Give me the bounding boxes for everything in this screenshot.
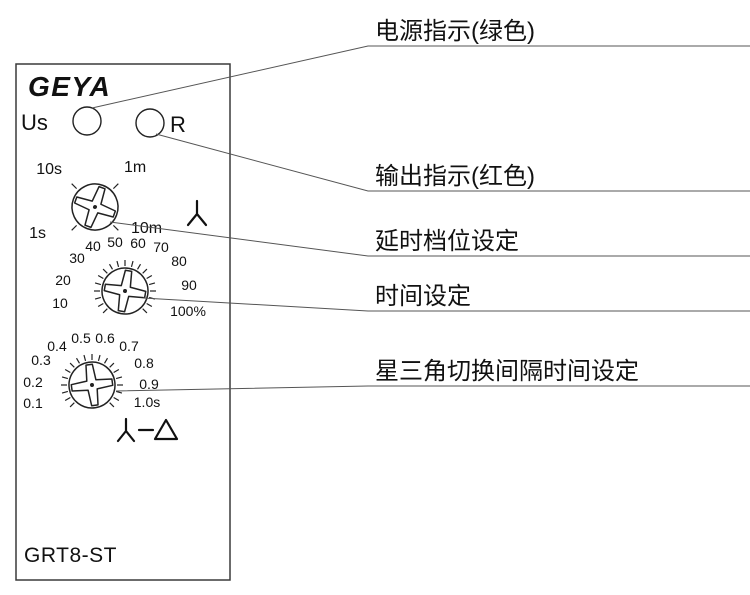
- callout-line: [155, 133, 750, 192]
- callout-delay-range: 延时档位设定: [109, 221, 750, 257]
- callout-power: 电源指示(绿色): [91, 18, 750, 109]
- output-led: [135, 108, 165, 138]
- knob-tick-label: 0.7: [119, 338, 139, 354]
- power-led: [72, 106, 102, 136]
- knob-tick-label: 70: [153, 239, 169, 255]
- star-icon: [116, 417, 136, 443]
- callout-output: 输出指示(红色): [155, 133, 750, 192]
- knob-tick-label: 0.1: [23, 395, 43, 411]
- time-knob-scale: 10 20 30 40 50 60 70 80 90 100%: [52, 234, 206, 319]
- callout-label-star-delta: 星三角切换间隔时间设定: [375, 358, 639, 385]
- knob-tick-label: 0.6: [95, 330, 115, 346]
- triangle-icon: [153, 418, 179, 441]
- callout-label-time: 时间设定: [375, 283, 471, 310]
- delay-range-knob-scale: 10s 1m 1s 10m: [29, 159, 162, 242]
- knob-tick-label: 10: [52, 295, 68, 311]
- star-delta-knob-scale: 0.1 0.2 0.3 0.4 0.5 0.6 0.7 0.8 0.9 1.0s: [23, 330, 160, 411]
- device-panel-outline: [15, 63, 231, 581]
- star-connection-icon: [186, 199, 208, 227]
- knob-tick-label: 30: [69, 250, 85, 266]
- output-led-label: R: [170, 112, 186, 137]
- brand-logo: GEYA: [28, 71, 111, 102]
- delay-range-knob: [64, 176, 126, 238]
- knob-tick-label: 0.4: [47, 338, 67, 354]
- knob-tick-label: 0.8: [134, 355, 154, 371]
- knob-tick-label: 80: [171, 253, 187, 269]
- callout-line: [115, 385, 750, 392]
- model-label: GRT8-ST: [24, 544, 117, 567]
- knob-tick-label: 1m: [124, 159, 146, 176]
- callout-label-output: 输出指示(红色): [375, 163, 535, 190]
- callout-star-delta: 星三角切换间隔时间设定: [115, 358, 750, 392]
- knob-tick-label: 0.9: [139, 376, 159, 392]
- callout-line: [109, 221, 750, 257]
- knob-tick-label: 60: [130, 235, 146, 251]
- callout-label-power: 电源指示(绿色): [375, 18, 535, 45]
- knob-tick-label: 0.3: [31, 352, 51, 368]
- knob-tick-label: 40: [85, 238, 101, 254]
- knob-tick-label: 1s: [29, 225, 46, 242]
- knob-tick-label: 10s: [36, 161, 62, 178]
- knob-tick-label: 0.2: [23, 374, 43, 390]
- knob-tick-label: 1.0s: [134, 394, 160, 410]
- callout-label-delay-range: 延时档位设定: [375, 228, 519, 255]
- callout-time: 时间设定: [142, 283, 750, 312]
- knob-tick-label: 90: [181, 277, 197, 293]
- knob-tick-label: 10m: [131, 220, 162, 237]
- knob-tick-label: 100%: [170, 303, 206, 319]
- power-led-label: Us: [21, 110, 48, 135]
- knob-tick-label: 50: [107, 234, 123, 250]
- callout-line: [142, 297, 750, 312]
- knob-tick-label: 0.5: [71, 330, 91, 346]
- knob-tick-label: 20: [55, 272, 71, 288]
- callout-line: [91, 45, 750, 109]
- star-delta-knob: [61, 354, 123, 412]
- star-delta-icon: [116, 417, 179, 443]
